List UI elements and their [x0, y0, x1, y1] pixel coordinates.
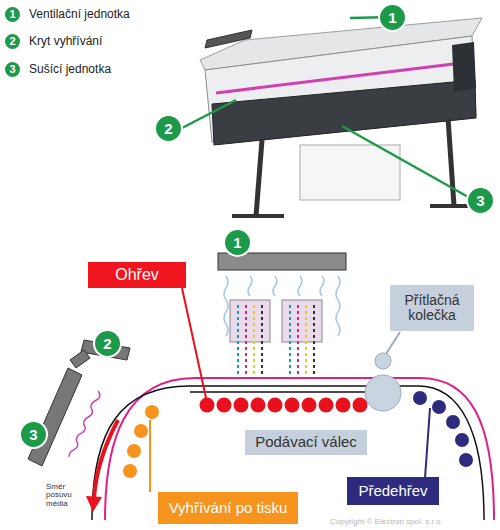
heater-dots	[123, 353, 473, 478]
heater-dots-part	[145, 405, 159, 419]
heater-dots-part	[134, 424, 148, 438]
heater-dots-part	[353, 398, 368, 413]
print-heads-part	[305, 305, 307, 378]
printer-photo	[182, 17, 482, 216]
callout-number: 1	[223, 228, 252, 257]
box-text: Podávací válec	[255, 434, 357, 451]
print-heads-part	[297, 305, 299, 378]
ventilation-unit-part	[224, 276, 228, 336]
drying-unit-part	[70, 350, 90, 368]
leader-lines-part	[182, 288, 206, 398]
print-heads-part	[253, 305, 255, 378]
ventilation-unit-part	[273, 276, 277, 296]
heater-dots-part	[217, 398, 232, 413]
label-box: Vyhřívání po tisku	[158, 492, 298, 524]
print-heads-part	[289, 305, 291, 378]
legend-text: Ventilační jednotka	[29, 7, 130, 21]
heater-dots-part	[127, 444, 141, 458]
ventilation-unit-part	[298, 276, 302, 296]
callout-number: 3	[466, 186, 495, 215]
callout-number: 2	[93, 329, 122, 358]
leader-lines-part	[425, 408, 430, 478]
print-heads-part	[313, 305, 315, 378]
heater-dots-part	[234, 398, 249, 413]
heater-dots-part	[413, 391, 427, 405]
callout-number: 2	[154, 114, 183, 143]
ventilation-unit-part	[336, 276, 340, 336]
heater-dots-part	[319, 398, 334, 413]
media-path-part	[190, 391, 372, 393]
printer-photo-part	[232, 214, 284, 218]
direction-label: Směr posuvu média	[46, 483, 92, 508]
box-text: Vyhřívání po tisku	[169, 500, 288, 517]
copyright-note: Copyright © Electron spol. s r.o.	[330, 518, 500, 526]
heater-dots-part	[285, 398, 300, 413]
print-heads-part	[237, 305, 239, 378]
heater-dots-part	[123, 464, 137, 478]
callout-number: 1	[378, 3, 407, 32]
callout-number: 3	[19, 420, 48, 449]
drying-unit-part	[28, 368, 82, 466]
leader-lines	[150, 288, 430, 492]
printer-photo-part	[205, 30, 252, 48]
print-heads-part	[245, 305, 247, 378]
box-text: Přítlačná kolečka	[394, 293, 470, 324]
direction-arrow-part	[86, 496, 102, 512]
print-heads-part	[230, 300, 270, 342]
heater-dots-part	[432, 400, 446, 414]
printer-photo-part	[452, 42, 476, 92]
legend-text: Sušící jednotka	[29, 62, 111, 76]
drying-unit	[28, 340, 130, 466]
heater-dots-part	[200, 398, 215, 413]
box-text: Předehřev	[358, 483, 427, 500]
label-box: Přítlačná kolečka	[390, 285, 474, 331]
printer-photo-part	[448, 118, 454, 206]
ventilation-unit-part	[320, 276, 324, 296]
printer-photo-part	[300, 145, 400, 200]
label-box: Podávací válec	[245, 430, 367, 455]
heater-dots-part	[336, 398, 351, 413]
direction-arrow	[86, 420, 118, 512]
print-heads-part	[261, 305, 263, 378]
heater-dots-part	[455, 433, 469, 447]
heater-dots-part	[375, 353, 391, 369]
heater-dots-part	[302, 398, 317, 413]
print-heads	[230, 300, 322, 378]
heater-dots-part	[459, 453, 473, 467]
heater-dots-part	[365, 375, 401, 411]
legend-number: 2	[3, 32, 22, 51]
label-box: Ohřev	[88, 262, 186, 288]
direction-arrow-part	[94, 420, 118, 498]
printer-photo-part	[342, 126, 470, 198]
box-text: Ohřev	[115, 266, 159, 284]
drying-unit-part	[68, 391, 101, 459]
printer-photo-part	[182, 100, 236, 128]
legend-number: 1	[3, 5, 22, 24]
ventilation-unit-part	[248, 276, 252, 296]
legend-number: 3	[3, 60, 22, 79]
label-box: Předehřev	[347, 477, 439, 505]
leader-lines-part	[386, 332, 400, 354]
heater-dots-part	[446, 415, 460, 429]
legend-text: Kryt vyhřívání	[29, 34, 102, 48]
heater-dots-part	[268, 398, 283, 413]
print-heads-part	[282, 300, 322, 342]
printer-photo-part	[256, 140, 262, 216]
heater-dots-part	[251, 398, 266, 413]
leader-lines-part	[149, 420, 151, 492]
printer-photo-part	[212, 80, 476, 145]
